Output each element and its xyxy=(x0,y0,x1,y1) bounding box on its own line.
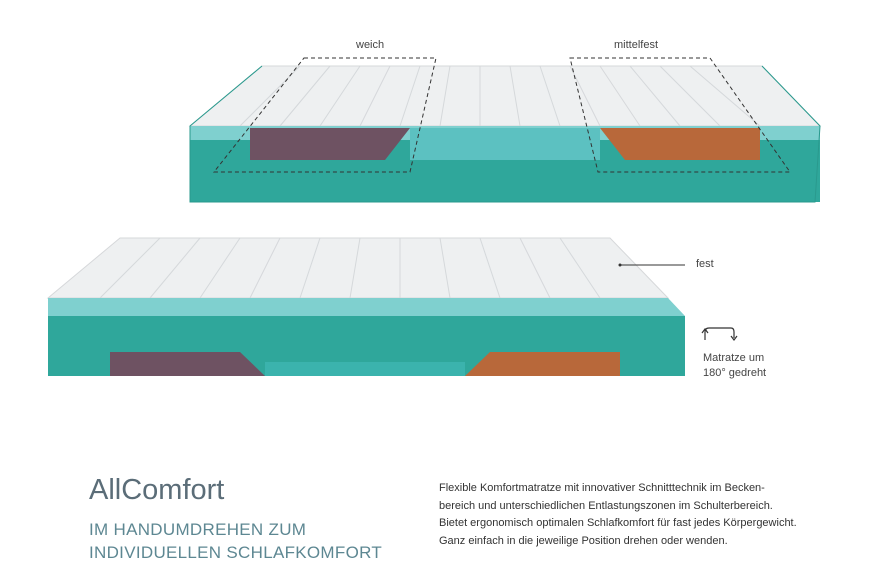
description-line: Flexible Komfortmatratze mit innovativer… xyxy=(439,482,765,494)
product-subtitle-line2: INDIVIDUELLEN SCHLAFKOMFORT xyxy=(89,543,383,562)
label-fest: fest xyxy=(696,258,714,270)
label-mittelfest: mittelfest xyxy=(614,39,659,51)
description-line: Ganz einfach in die jeweilige Position d… xyxy=(439,534,728,547)
label-weich: weich xyxy=(356,39,385,51)
rotate-icon xyxy=(701,327,738,341)
description-line: bereich und unterschiedlichen Entlastung… xyxy=(439,499,773,512)
rotate-caption-line: Matratze um xyxy=(703,352,765,364)
rotate-caption-line: 180° gedreht xyxy=(703,367,767,379)
rotate-caption: Matratze um 180° gedreht xyxy=(703,351,766,381)
product-subtitle-line1: IM HANDUMDREHEN ZUM xyxy=(89,520,307,539)
mattress-bottom xyxy=(46,237,685,376)
product-description: Flexible Komfortmatratze mit innovativer… xyxy=(439,480,839,550)
product-title: AllComfort xyxy=(89,474,225,506)
mattress-top xyxy=(188,57,822,203)
description-line: Bietet ergonomisch optimalen Schlafkomfo… xyxy=(439,517,797,529)
